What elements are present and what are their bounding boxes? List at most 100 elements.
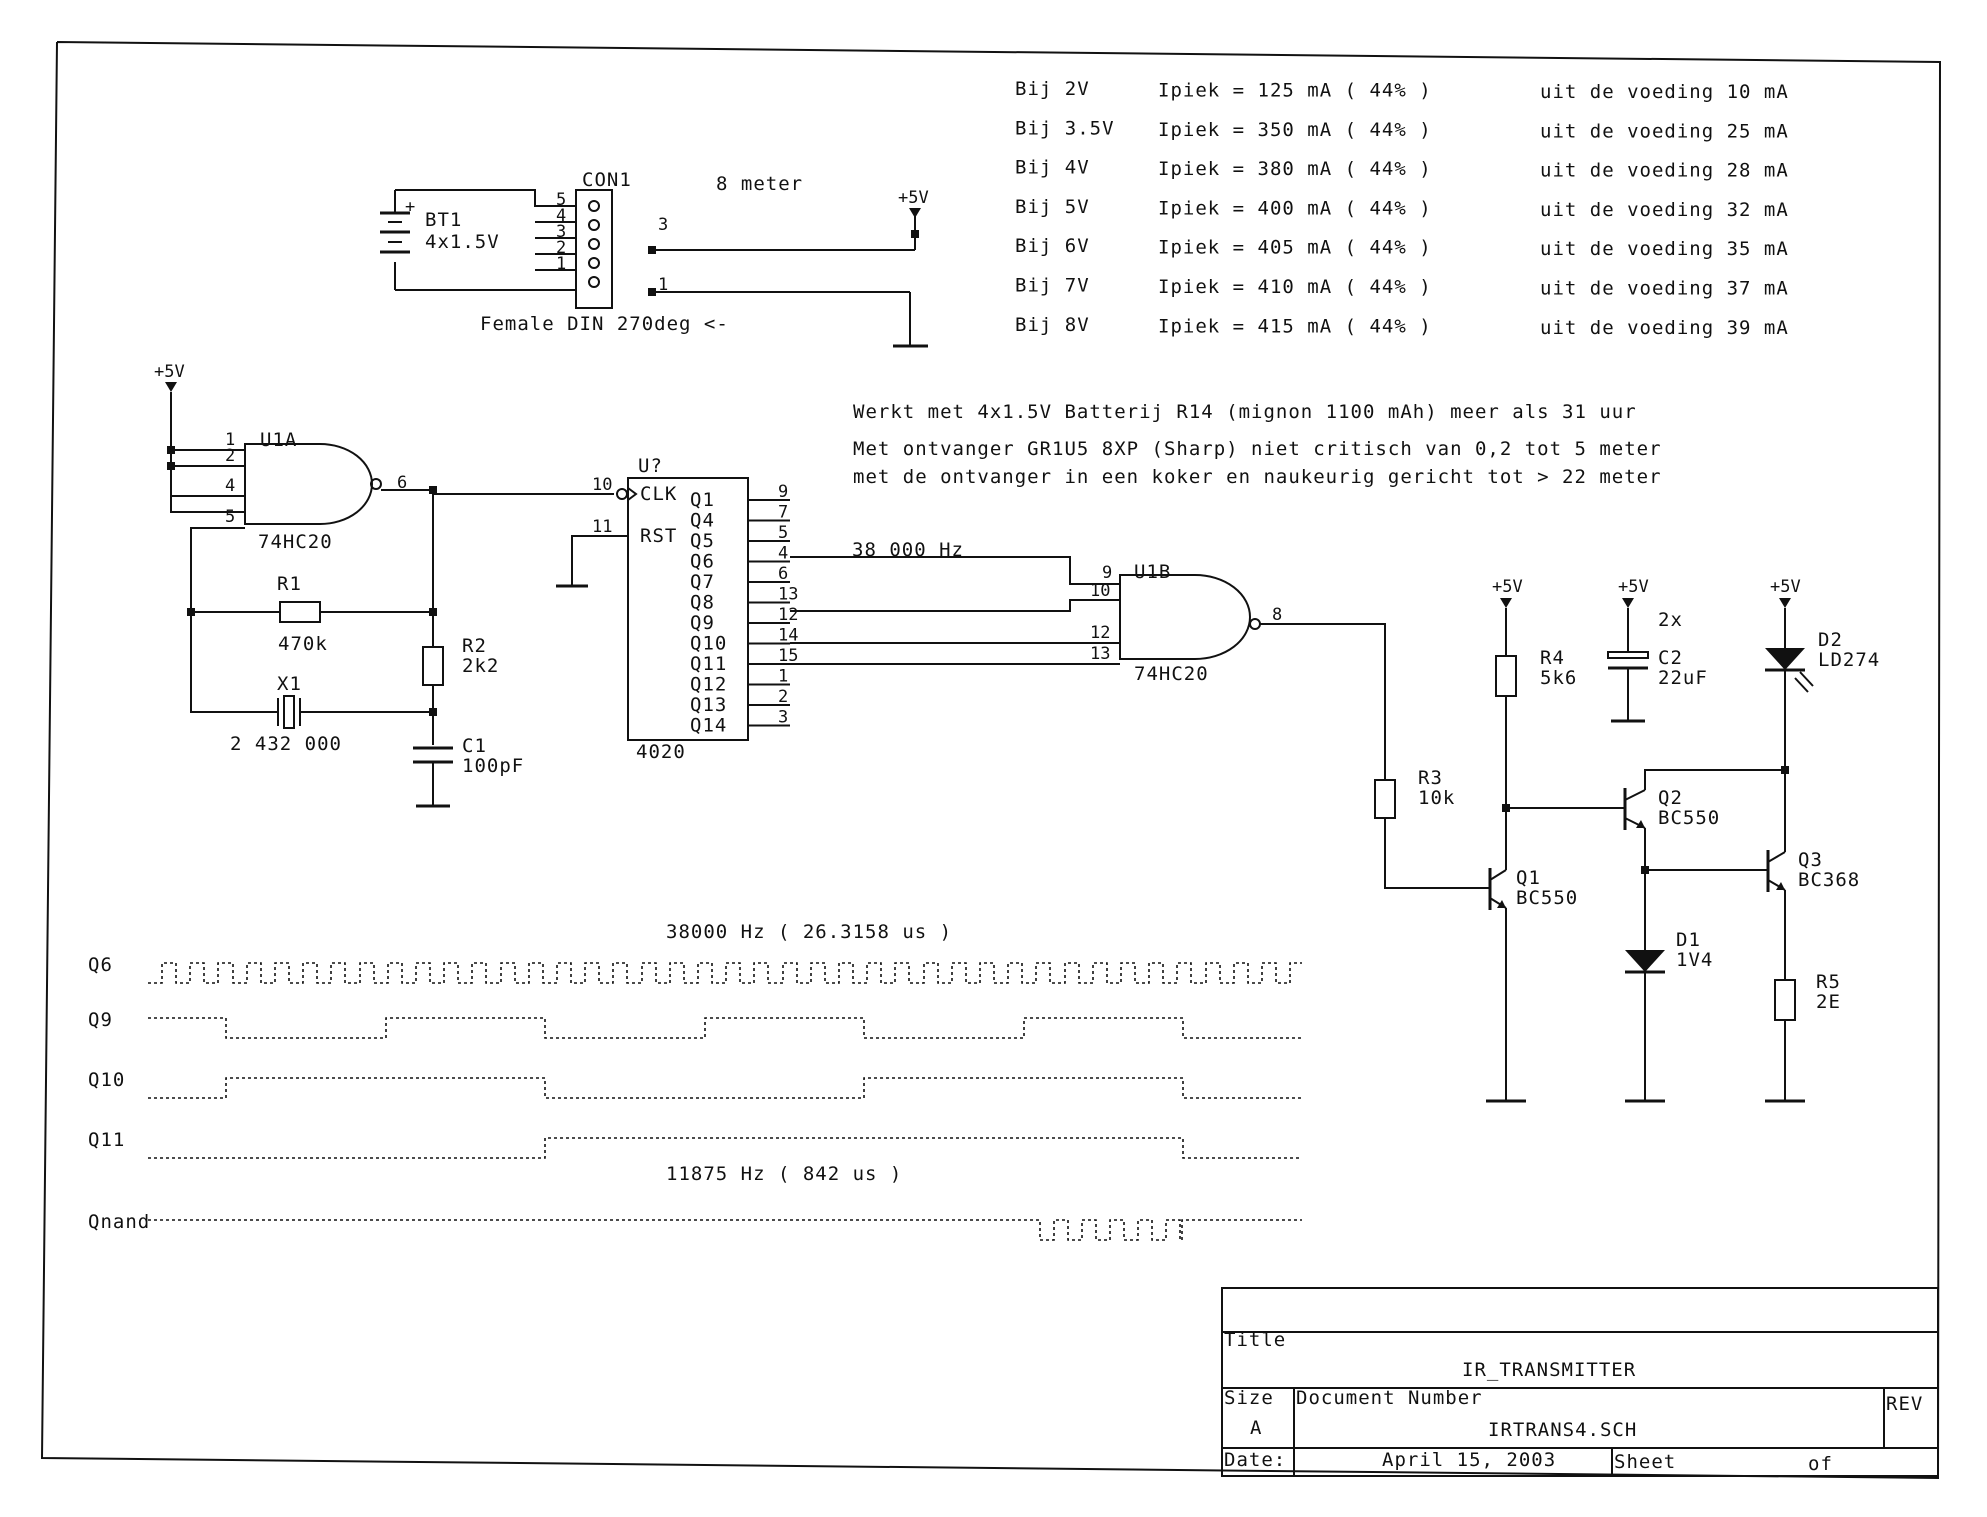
u1b-input-pin: 9	[1102, 563, 1112, 583]
connector-pin-number: 3	[556, 222, 566, 242]
battery-connector-section: + BT1 4x1.5V CON1 8 meter Female DIN 270…	[380, 169, 928, 348]
counter-output-pin: 12	[778, 605, 798, 625]
u1b-part: 74HC20	[1134, 663, 1209, 685]
schematic-title: IR_TRANSMITTER	[1462, 1359, 1636, 1381]
timing-signal-label: Q9	[88, 1009, 113, 1031]
connector-pin-number: 4	[556, 206, 566, 226]
c2-ref: C2	[1658, 647, 1683, 669]
counter-output-pin: 14	[778, 626, 798, 646]
u1a-input-pin: 1	[225, 430, 235, 450]
connector-ref: CON1	[582, 169, 632, 191]
timing-waveform	[148, 962, 1302, 984]
counter-output-name: Q10	[690, 633, 727, 655]
cable-length: 8 meter	[716, 173, 803, 195]
q6-frequency: 38 000 Hz	[852, 539, 964, 561]
r4-ref: R4	[1540, 647, 1565, 669]
timing-signal-label: Q6	[88, 954, 113, 976]
counter-output-name: Q8	[690, 592, 715, 614]
connector-desc: Female DIN 270deg <-	[480, 313, 729, 335]
document-number-label: Document Number	[1296, 1387, 1483, 1409]
d2-ref: D2	[1818, 629, 1843, 651]
r5-ref: R5	[1816, 971, 1841, 993]
u1a-out-pin: 6	[397, 473, 407, 493]
rst-pin: 11	[592, 517, 612, 537]
r3-ref: R3	[1418, 767, 1443, 789]
q3-ref: Q3	[1798, 849, 1823, 871]
receiver-note-1: Met ontvanger GR1U5 8XP (Sharp) niet cri…	[853, 438, 1662, 460]
r1-ref: R1	[277, 573, 302, 595]
vcc-label-d2: +5V	[1770, 577, 1801, 597]
counter-output-pin: 4	[778, 544, 788, 564]
note-row-supply: uit de voeding 25 mA	[1540, 120, 1789, 142]
q1-ref: Q1	[1516, 867, 1541, 889]
counter-output-name: Q9	[690, 612, 715, 634]
counter-output-name: Q6	[690, 551, 715, 573]
x1-ref: X1	[277, 673, 302, 695]
timing-signal-label: Q10	[88, 1069, 125, 1091]
counter-output-name: Q5	[690, 530, 715, 552]
u1a-input-pin: 2	[225, 446, 235, 466]
timing-signal-label: Q11	[88, 1129, 125, 1151]
counter-output-pin: 13	[778, 585, 798, 605]
timing-top-note: 38000 Hz ( 26.3158 us )	[666, 921, 952, 943]
note-row-ipiek: Ipiek = 405 mA ( 44% )	[1158, 237, 1432, 259]
timing-waveform	[148, 1219, 1302, 1241]
r1-value: 470k	[278, 633, 328, 655]
connector-pin-number: 2	[556, 238, 566, 258]
timing-waveform	[148, 1017, 1302, 1039]
d1-ref: D1	[1676, 929, 1701, 951]
u1b-input-pin: 13	[1090, 644, 1110, 664]
q3-value: BC368	[1798, 869, 1860, 891]
u1a-input-pin: 4	[225, 476, 235, 496]
battery-value: 4x1.5V	[425, 231, 500, 253]
counter-output-name: Q13	[690, 694, 727, 716]
vcc-label-c2: +5V	[1618, 577, 1649, 597]
date-value: April 15, 2003	[1382, 1449, 1556, 1471]
vcc-symbol-connector: +5V	[898, 188, 929, 218]
document-number: IRTRANS4.SCH	[1488, 1419, 1637, 1441]
note-row-v: Bij 8V	[1015, 314, 1090, 336]
timing-mid-note: 11875 Hz ( 842 us )	[666, 1163, 902, 1185]
rst-label: RST	[640, 525, 677, 547]
r4-value: 5k6	[1540, 667, 1577, 689]
counter-output-name: Q11	[690, 653, 727, 675]
note-row-ipiek: Ipiek = 410 mA ( 44% )	[1158, 276, 1432, 298]
size-value: A	[1250, 1417, 1262, 1439]
note-row-supply: uit de voeding 28 mA	[1540, 160, 1789, 182]
note-row-v: Bij 6V	[1015, 235, 1090, 257]
u1b-input-pin: 10	[1090, 581, 1110, 601]
counter-output-pin: 7	[778, 503, 788, 523]
svg-text:+5V: +5V	[898, 188, 929, 208]
timing-waveform	[148, 1137, 1302, 1159]
battery-ref: BT1	[425, 209, 462, 231]
title-label: Title	[1224, 1329, 1286, 1351]
q2-value: BC550	[1658, 807, 1720, 829]
counter-output-pin: 5	[778, 523, 788, 543]
counter-output-pin: 15	[778, 646, 798, 666]
note-row-supply: uit de voeding 35 mA	[1540, 238, 1789, 260]
u1b-out-pin: 8	[1272, 605, 1282, 625]
note-row-v: Bij 5V	[1015, 196, 1090, 218]
u1a-ref: U1A	[260, 429, 297, 451]
connector-pin-number: 1	[556, 254, 566, 274]
r2-value: 2k2	[462, 655, 499, 677]
u1b-ref: U1B	[1134, 561, 1171, 583]
r2-ref: R2	[462, 635, 487, 657]
note-row-supply: uit de voeding 37 mA	[1540, 278, 1789, 300]
note-row-supply: uit de voeding 10 mA	[1540, 81, 1789, 103]
title-block: Title IR_TRANSMITTER Size A Document Num…	[1221, 1287, 1939, 1477]
note-row-ipiek: Ipiek = 125 mA ( 44% )	[1158, 80, 1432, 102]
note-row-ipiek: Ipiek = 400 mA ( 44% )	[1158, 197, 1432, 219]
note-row-v: Bij 4V	[1015, 157, 1090, 179]
note-row-supply: uit de voeding 39 mA	[1540, 317, 1789, 339]
q1-value: BC550	[1516, 887, 1578, 909]
note-row-v: Bij 2V	[1015, 78, 1090, 100]
note-row-ipiek: Ipiek = 350 mA ( 44% )	[1158, 119, 1432, 141]
battery-plus: +	[405, 197, 415, 217]
counter-output-pin: 3	[778, 708, 788, 728]
note-row-ipiek: Ipiek = 415 mA ( 44% )	[1158, 315, 1432, 337]
counter-output-name: Q1	[690, 489, 715, 511]
clk-label: CLK	[640, 483, 677, 505]
